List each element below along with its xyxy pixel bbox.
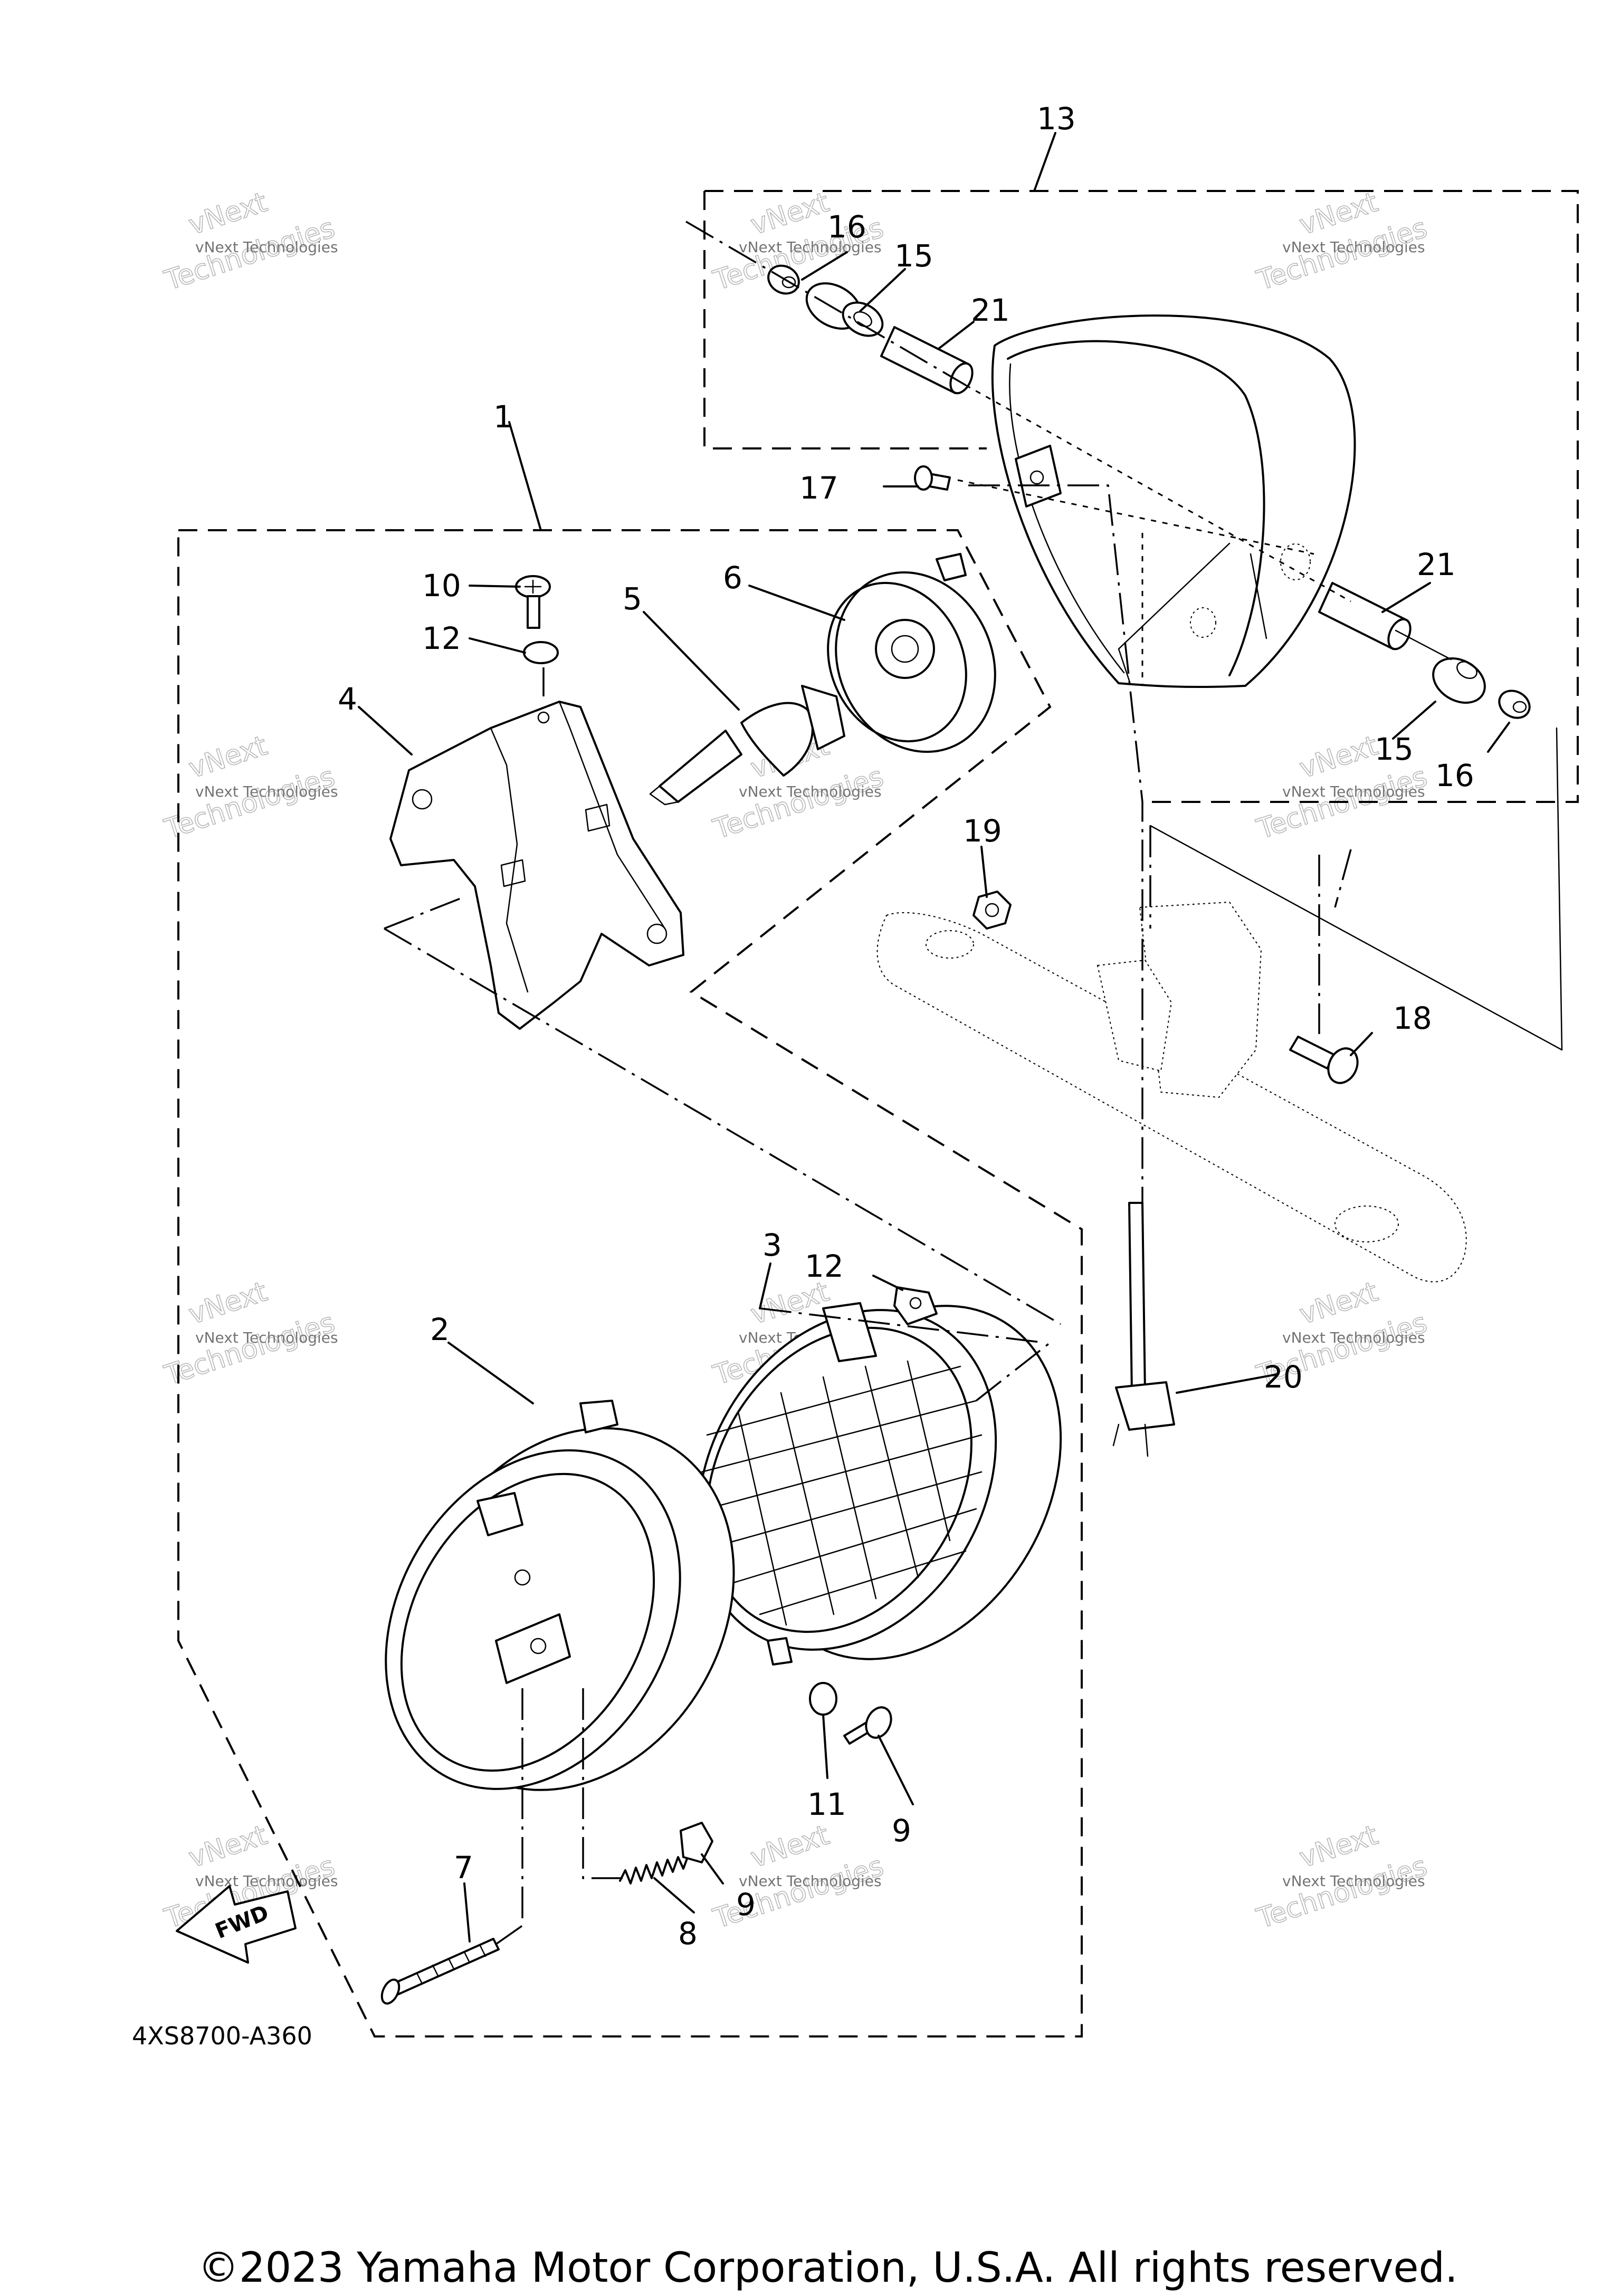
light-unit [697,1302,1062,1666]
callout-21-lower: 21 [1417,547,1456,582]
forward-arrow-icon: FWD [176,1885,297,1964]
callout-13: 12 [805,1248,844,1284]
svg-text:vNext: vNext [1295,1819,1381,1874]
headlight-stay-bracket [876,901,1467,1283]
callout-9: 9 [736,1887,756,1922]
svg-text:vNext Technologies: vNext Technologies [195,238,338,256]
callout-19: 19 [963,813,1002,849]
nut-19 [972,891,1012,930]
svg-text:Technologies: Technologies [161,761,339,846]
screw-11 [843,1706,892,1745]
screw-10 [515,575,551,629]
callout-4: 4 [338,681,357,717]
collar-21-upper [880,326,974,395]
svg-text:vNext: vNext [185,730,271,785]
leader-lines [358,132,1563,1945]
svg-text:vNext Technologies: vNext Technologies [1282,783,1425,800]
callout-15-upper: 15 [894,238,933,274]
spring-8 [619,1853,690,1884]
collar-21-lower [1318,582,1412,650]
adjusting-screw-7 [380,1938,500,2005]
svg-text:vNext Technologies: vNext Technologies [739,1872,882,1890]
callout-14: 13 [1037,101,1076,137]
callout-10: 10 [422,568,461,604]
callout-12-upper: 12 [422,620,461,656]
svg-text:vNext Technologies: vNext Technologies [739,783,882,800]
svg-text:vNext Technologies: vNext Technologies [1282,238,1425,256]
headlight-rim [385,1400,735,1791]
svg-text:vNext Technologies: vNext Technologies [195,1329,338,1346]
svg-text:vNext: vNext [747,1819,833,1874]
watermark-4: vNext vNext Technologies Technologies [160,730,339,846]
svg-text:vNext: vNext [1295,730,1381,785]
screw-17 [914,465,951,491]
cable-tie-20 [1112,1202,1175,1457]
callout-15-lower: 15 [1375,731,1414,767]
callout-3: 3 [762,1227,782,1263]
svg-text:vNext Technologies: vNext Technologies [739,238,882,256]
svg-text:Technologies: Technologies [161,1307,339,1392]
svg-text:vNext Technologies: vNext Technologies [195,783,338,800]
svg-text:vNext Technologies: vNext Technologies [1282,1872,1425,1890]
watermark-12: vNext vNext Technologies Technologies [1253,1819,1432,1936]
svg-text:vNext: vNext [185,186,271,241]
callouts: 13 16 15 21 17 21 15 16 19 18 1 10 12 5 … [338,101,1474,1951]
bolt-18 [1289,1036,1359,1084]
assembly-14-boundary [703,190,1579,803]
damper-15-lower [1432,657,1486,704]
bracket-4 [389,701,684,1030]
watermark-7: vNext vNext Technologies Technologies [160,1276,339,1392]
callout-2: 2 [430,1312,450,1347]
washer-12-upper [523,641,559,664]
svg-text:vNext: vNext [1295,1276,1381,1331]
socket-cover-6 [827,553,996,753]
callout-12-lower: 11 [807,1786,846,1822]
copyright-notice: ©2023 Yamaha Motor Corporation, U.S.A. A… [198,2244,1458,2292]
callout-18: 18 [1393,1000,1432,1036]
svg-text:vNext Technologies: vNext Technologies [1282,1329,1425,1346]
svg-text:vNext: vNext [185,1276,271,1331]
callout-11: 9 [892,1813,911,1849]
callout-20: 20 [1264,1359,1303,1395]
headlight-shell [991,314,1356,688]
callout-16-upper: 16 [827,209,866,245]
nut-9 [680,1822,713,1863]
callout-7: 7 [454,1850,473,1886]
callout-16-lower: 16 [1435,758,1474,793]
watermark-1: vNext vNext Technologies Technologies [160,186,339,298]
callout-1: 1 [493,399,513,435]
damper-15-upper [805,282,884,337]
svg-text:Technologies: Technologies [1253,761,1431,846]
callout-21-upper: 21 [971,292,1010,328]
callout-5: 5 [623,581,642,617]
assembly-1-boundary [177,529,1083,2037]
svg-text:Technologies: Technologies [710,761,888,846]
washer-12-lower [809,1682,837,1716]
svg-text:vNext: vNext [185,1819,271,1874]
callout-17: 17 [799,470,838,506]
bulb-5 [649,685,845,806]
drawing-code: 4XS8700-A360 [132,2022,312,2050]
nut-13 [893,1286,938,1325]
svg-text:vNext Technologies: vNext Technologies [195,1872,338,1890]
svg-text:Technologies: Technologies [1253,1850,1431,1935]
callout-8: 8 [678,1916,698,1951]
spacer-16-lower [1498,690,1531,719]
callout-6: 6 [723,560,742,596]
watermark-3: vNext vNext Technologies Technologies [1253,186,1432,298]
